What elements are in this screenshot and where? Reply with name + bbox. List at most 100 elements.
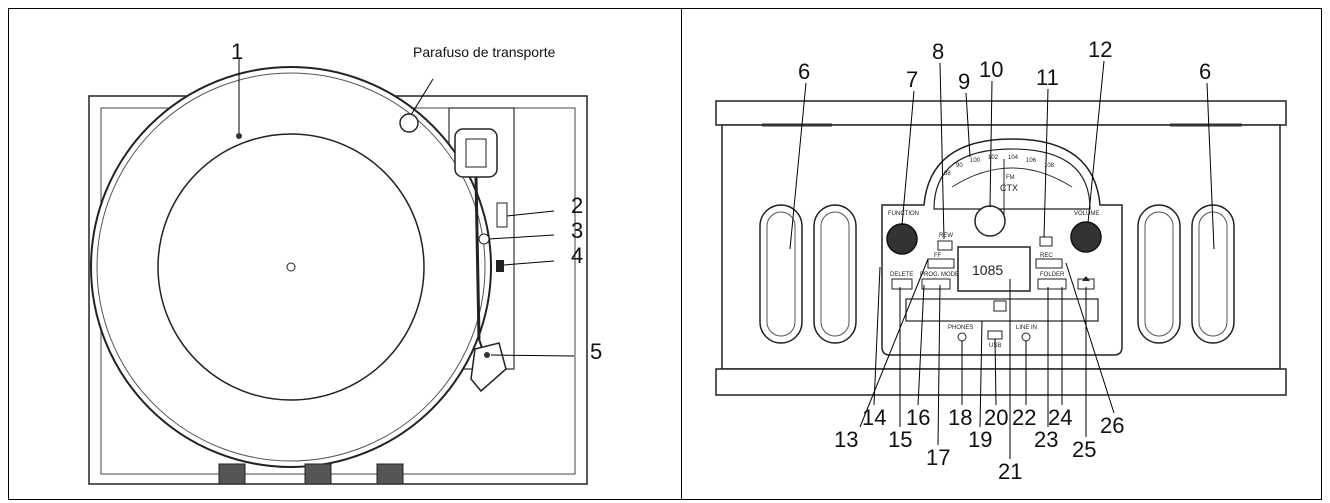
callout-11-leader (1043, 88, 1049, 238)
speaker-slot-right-1 (1137, 204, 1181, 344)
callout-5: 5 (590, 339, 602, 364)
callout-19-leader (979, 320, 983, 428)
callout-2-leader (506, 210, 555, 217)
transport-screw (399, 113, 419, 133)
callout-19: 19 (968, 427, 992, 452)
transport-screw-label: Parafuso de transporte (413, 44, 556, 60)
dial-mark-106: 106 (1026, 158, 1037, 164)
callout-10: 10 (979, 57, 1003, 82)
callout-8-leader (939, 62, 945, 240)
callout-3-leader (488, 234, 555, 240)
function-knob[interactable] (886, 223, 918, 255)
callout-16-leader (917, 284, 925, 406)
callout-8: 8 (932, 39, 944, 64)
tuning-dial-window (933, 148, 1091, 210)
callout-10-leader (989, 80, 993, 208)
rew-label: REW (939, 233, 953, 239)
turntable-diagram: 1 2 3 4 5 Parafuso de transporte (88, 39, 602, 485)
speaker-slot-right-1-inner (1144, 211, 1174, 337)
transport-screw-leader (410, 78, 434, 116)
dial-band-label: FM (1006, 175, 1015, 181)
stop-button[interactable] (1039, 236, 1053, 247)
function-knob-label: FUNCTION (888, 211, 919, 217)
lcd-frequency: 1085 (972, 262, 1003, 278)
front-knob-center (304, 463, 332, 485)
callout-6-right: 6 (1199, 59, 1211, 84)
ff-label: FF (934, 253, 942, 259)
tonearm-pivot (465, 138, 487, 168)
callout-11: 11 (1036, 65, 1059, 90)
dial-mark-104: 104 (1008, 155, 1019, 161)
callout-9-leader (965, 92, 971, 158)
dial-mark-100: 100 (970, 158, 981, 164)
speaker-slot-left-2-inner (820, 211, 850, 337)
callout-6-left-leader (789, 82, 807, 250)
line-in-jack[interactable] (1021, 332, 1031, 342)
arm-lift-lever (496, 202, 508, 228)
rec-label: REC (1040, 253, 1053, 259)
tonearm-counterweight (454, 128, 498, 178)
delete-button[interactable] (891, 278, 913, 290)
prog-mode-button[interactable] (921, 278, 951, 290)
front-panel-diagram-panel: 88 90 100 102 104 106 108 FM CTX FUNCTIO… (681, 8, 1322, 500)
cd-logo (993, 300, 1007, 312)
speaker-slot-right-2 (1191, 204, 1235, 344)
front-knob-right (376, 463, 404, 485)
callout-6-left: 6 (798, 59, 810, 84)
callout-9: 9 (958, 69, 970, 94)
phones-label: PHONES (948, 325, 973, 331)
volume-knob[interactable] (1070, 221, 1102, 253)
callout-23: 23 (1034, 427, 1058, 452)
callout-3: 3 (571, 218, 583, 243)
callout-22: 22 (1012, 405, 1036, 430)
cabinet-base (715, 368, 1287, 396)
callout-15: 15 (888, 427, 912, 452)
turntable-diagram-panel: 1 2 3 4 5 Parafuso de transporte (8, 8, 682, 500)
callout-12: 12 (1088, 37, 1112, 62)
cabinet-top (715, 100, 1287, 126)
callout-21: 21 (998, 459, 1022, 484)
record-mat (157, 133, 425, 401)
callout-25: 25 (1072, 437, 1096, 462)
callout-18: 18 (948, 405, 972, 430)
callout-2: 2 (571, 193, 583, 218)
callout-24: 24 (1048, 405, 1072, 430)
line-in-label: LINE IN (1016, 325, 1037, 331)
speed-switch (496, 260, 504, 272)
prog-mode-label: PROG. MODE (920, 272, 959, 278)
callout-17: 17 (926, 445, 950, 470)
callout-20-leader (994, 338, 997, 406)
callout-5-leader (490, 354, 575, 357)
dial-mark-90: 90 (956, 163, 963, 169)
rew-button[interactable] (937, 240, 953, 251)
callout-12-leader (1087, 60, 1105, 224)
rec-button[interactable] (1035, 258, 1063, 269)
speaker-slot-left-1 (759, 204, 803, 344)
lcd-display (957, 246, 1031, 292)
delete-label: DELETE (890, 272, 913, 278)
callout-1: 1 (231, 39, 243, 64)
callout-17-leader (937, 284, 941, 446)
callout-26-leader (1065, 262, 1115, 414)
callout-16: 16 (906, 405, 930, 430)
callout-4: 4 (571, 243, 583, 268)
tuning-knob[interactable] (974, 205, 1006, 237)
callout-26: 26 (1100, 413, 1124, 438)
callout-13-leader (859, 258, 929, 428)
ff-button[interactable] (927, 258, 955, 269)
cartridge-screw (484, 352, 490, 358)
folder-button[interactable] (1037, 278, 1067, 290)
volume-knob-label: VOLUME (1074, 211, 1099, 217)
callout-14: 14 (862, 405, 886, 430)
tonearm-shaft (474, 176, 481, 340)
callout-20: 20 (984, 405, 1008, 430)
speaker-slot-left-2 (813, 204, 857, 344)
callout-6-right-leader (1206, 82, 1215, 250)
dial-mark-88: 88 (944, 171, 951, 177)
dial-mark-102: 102 (988, 155, 999, 161)
usb-port[interactable] (987, 330, 1003, 340)
arm-rest (478, 233, 490, 245)
callout-13: 13 (834, 427, 858, 452)
phones-jack[interactable] (957, 332, 967, 342)
platter-marker (236, 133, 242, 139)
